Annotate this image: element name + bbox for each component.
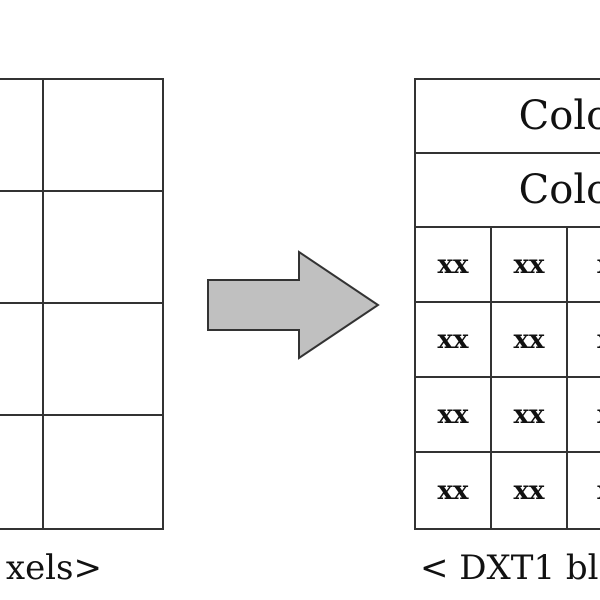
index-grid: xx xx x xx xx x xx xx x xx xx x (416, 228, 600, 528)
pixel-cell (0, 416, 44, 528)
index-cell: x (568, 228, 600, 303)
index-cell: xx (492, 303, 568, 378)
pixel-cell (0, 192, 44, 304)
index-cell: xx (416, 378, 492, 453)
index-cell: xx (492, 228, 568, 303)
dxt1-block-caption: < DXT1 bl (420, 548, 599, 588)
index-cell: xx (416, 453, 492, 528)
pixel-cell (44, 192, 162, 304)
index-cell: x (568, 378, 600, 453)
index-cell: x (568, 303, 600, 378)
index-cell: xx (416, 228, 492, 303)
pixel-cell (0, 304, 44, 416)
pixel-cell (44, 304, 162, 416)
pixel-cell (44, 80, 162, 192)
pixel-cell (0, 80, 44, 192)
index-cell: xx (492, 378, 568, 453)
pixel-grid (0, 78, 164, 530)
pixels-caption: xels> (5, 548, 102, 588)
index-cell: xx (492, 453, 568, 528)
index-cell: x (568, 453, 600, 528)
index-cell: xx (416, 303, 492, 378)
right-arrow-icon (207, 250, 380, 360)
dxt1-block-table: Color Color xx xx x xx xx x xx xx x xx x… (414, 78, 600, 530)
color0-row: Color (416, 80, 600, 154)
color1-row: Color (416, 154, 600, 228)
